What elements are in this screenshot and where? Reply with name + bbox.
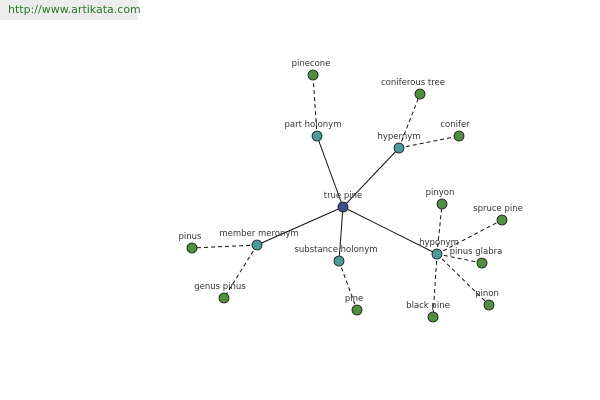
node-spruce-label: spruce pine [473, 204, 523, 214]
node-pinecone-label: pinecone [292, 59, 331, 69]
edge-subst-pine [338, 260, 358, 311]
node-hyper-label: hypernym [377, 132, 420, 142]
edge-center-subst [338, 206, 344, 262]
node-pinus-label: pinus [179, 232, 203, 242]
node-part-dot[interactable] [311, 130, 323, 142]
node-part-label: part holonym [285, 120, 342, 130]
node-genus-dot[interactable] [218, 292, 230, 304]
node-conif_tree-dot[interactable] [414, 88, 426, 100]
node-member-dot[interactable] [251, 239, 263, 251]
node-pinon-dot[interactable] [483, 299, 495, 311]
node-pinyon-label: pinyon [426, 188, 455, 198]
node-subst-dot[interactable] [333, 255, 345, 267]
site-url-bar: http://www.artikata.com [0, 0, 141, 20]
edge-part-pinecone [312, 74, 318, 137]
node-black-dot[interactable] [427, 311, 439, 323]
node-pine-dot[interactable] [351, 304, 363, 316]
edge-hypo-spruce [436, 219, 503, 255]
node-pinyon[interactable]: pinyon [426, 188, 455, 210]
node-spruce-dot[interactable] [496, 214, 508, 226]
site-url-link[interactable]: http://www.artikata.com [8, 3, 141, 16]
node-hypo-label: hyponym [419, 238, 459, 248]
edge-hyper-conif_tree [398, 93, 421, 149]
graph-nodes: true pine part holonym hypernym member mero… [179, 59, 523, 323]
edge-member-pinus [191, 244, 258, 249]
node-subst[interactable]: substance holonym [294, 245, 378, 267]
node-part[interactable]: part holonym [285, 120, 342, 142]
node-pinus-dot[interactable] [186, 242, 198, 254]
node-black[interactable]: black pine [406, 301, 450, 323]
node-conifer-dot[interactable] [453, 130, 465, 142]
edge-hyper-conifer [398, 135, 460, 149]
node-pine-label: pine [345, 294, 363, 304]
edge-center-hyper [342, 147, 400, 208]
node-pinyon-dot[interactable] [436, 198, 448, 210]
edge-center-member [256, 206, 344, 246]
node-pinecone[interactable]: pinecone [292, 59, 331, 81]
node-glabra[interactable]: pinus glabra [450, 247, 503, 269]
edge-center-part [316, 135, 344, 208]
node-glabra-label: pinus glabra [450, 247, 503, 257]
node-genus[interactable]: genus pinus [194, 282, 246, 304]
edge-member-genus [223, 244, 258, 299]
edge-hypo-pinyon [436, 203, 443, 255]
edge-center-hypo [342, 206, 438, 255]
node-pine[interactable]: pine [345, 294, 363, 316]
node-genus-label: genus pinus [194, 282, 246, 292]
node-center-dot[interactable] [337, 201, 349, 213]
node-center-label: true pine [324, 191, 363, 201]
node-pinecone-dot[interactable] [307, 69, 319, 81]
node-member-label: member meronym [219, 229, 298, 239]
node-conifer-label: conifer [440, 120, 470, 130]
node-conif_tree-label: coniferous tree [381, 78, 445, 88]
node-spruce[interactable]: spruce pine [473, 204, 523, 226]
node-glabra-dot[interactable] [476, 257, 488, 269]
node-pinus[interactable]: pinus [179, 232, 203, 254]
edge-hypo-glabra [436, 253, 483, 264]
node-hyper[interactable]: hypernym [377, 132, 421, 154]
node-pinon[interactable]: pinon [475, 289, 499, 311]
edge-hypo-black [432, 253, 438, 318]
node-conif_tree[interactable]: coniferous tree [381, 78, 445, 100]
node-hypo[interactable]: hyponym [419, 238, 459, 260]
node-hyper-dot[interactable] [393, 142, 405, 154]
node-conifer[interactable]: conifer [440, 120, 470, 142]
node-black-label: black pine [406, 301, 450, 311]
graph-edges [191, 74, 503, 318]
edge-hypo-pinon [436, 253, 490, 306]
node-pinon-label: pinon [475, 289, 499, 299]
node-center[interactable]: true pine [324, 191, 363, 213]
node-hypo-dot[interactable] [431, 248, 443, 260]
node-member[interactable]: member meronym [219, 229, 299, 251]
node-subst-label: substance holonym [294, 245, 377, 255]
